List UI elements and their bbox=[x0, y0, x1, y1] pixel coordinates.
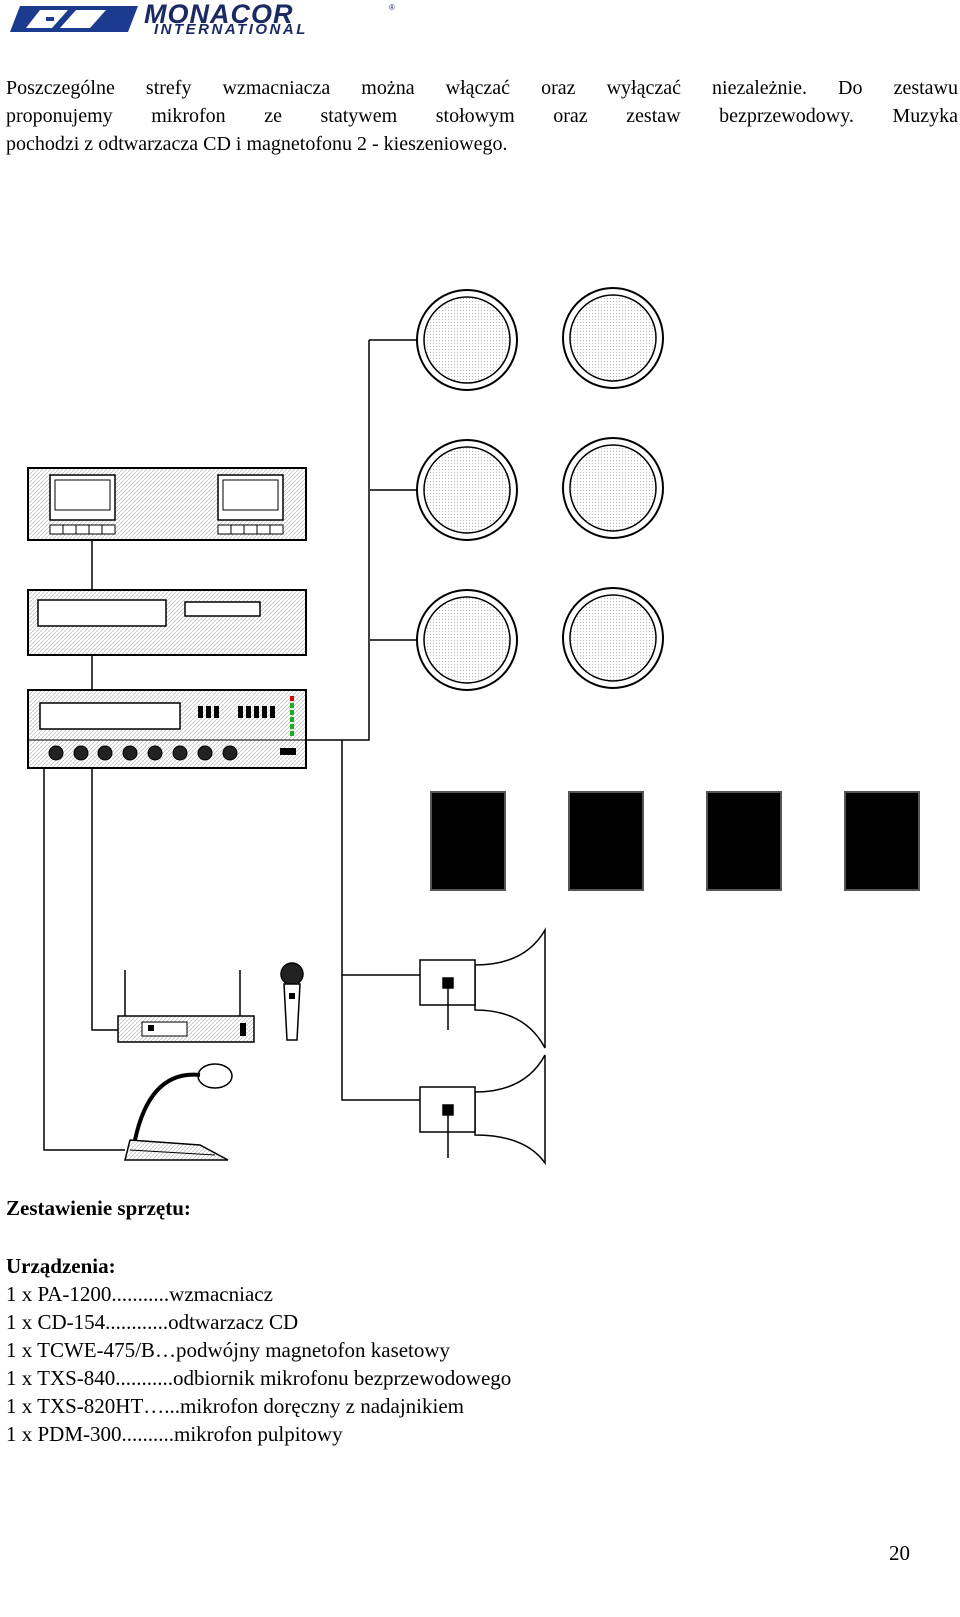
intro-line-1: Poszczególne strefy wzmacniacza można wł… bbox=[6, 77, 958, 99]
intro-paragraph: Poszczególne strefy wzmacniacza można wł… bbox=[6, 74, 958, 158]
wall-speaker-icon bbox=[430, 791, 506, 891]
horn-speakers bbox=[419, 927, 546, 1166]
horn-speaker-icon bbox=[419, 1054, 546, 1166]
system-wiring-diagram bbox=[27, 287, 920, 1166]
device-list: 1 x PA-1200...........wzmacniacz 1 x CD-… bbox=[6, 1280, 511, 1448]
list-item: 1 x TXS-820HT…...mikrofon doręczny z nad… bbox=[6, 1394, 465, 1418]
monacor-logo: MONACOR INTERNATIONAL ® bbox=[6, 0, 396, 40]
list-item: 1 x TXS-840...........odbiornik mikrofon… bbox=[6, 1366, 512, 1390]
equipment-heading: Zestawienie sprzętu: bbox=[6, 1196, 191, 1220]
page-number: 20 bbox=[889, 1541, 910, 1565]
ceiling-speaker-icon bbox=[416, 589, 518, 691]
brand-subtitle: INTERNATIONAL bbox=[154, 21, 308, 38]
devices-heading: Urządzenia: bbox=[6, 1254, 116, 1278]
wall-speaker-icon bbox=[568, 791, 644, 891]
intro-line-2: proponujemy mikrofon ze statywem stołowy… bbox=[6, 105, 958, 127]
ceiling-speaker-icon bbox=[562, 437, 664, 539]
pa-amplifier bbox=[27, 689, 307, 769]
monacor-emblem-icon bbox=[10, 6, 138, 32]
double-cassette-deck bbox=[27, 467, 307, 541]
ceiling-speaker-icon bbox=[562, 287, 664, 389]
ceiling-speaker-icon bbox=[562, 587, 664, 689]
ceiling-speakers bbox=[416, 287, 664, 691]
registered-mark: ® bbox=[389, 3, 395, 12]
list-item: 1 x PDM-300..........mikrofon pulpitowy bbox=[6, 1422, 343, 1446]
list-item: 1 x TCWE-475/B…podwójny magnetofon kaset… bbox=[6, 1338, 451, 1362]
intro-line-3: pochodzi z odtwarzacza CD i magnetofonu … bbox=[6, 133, 508, 155]
brand-name: MONACOR bbox=[144, 0, 294, 29]
connection-cables bbox=[43, 339, 420, 1151]
cd-player bbox=[27, 589, 307, 656]
ceiling-speaker-icon bbox=[416, 289, 518, 391]
handheld-microphone-icon bbox=[280, 962, 304, 1041]
wall-speaker-icon bbox=[844, 791, 920, 891]
wall-speaker-boxes bbox=[430, 791, 920, 891]
list-item: 1 x PA-1200...........wzmacniacz bbox=[6, 1282, 273, 1306]
wireless-mic-receiver bbox=[117, 970, 255, 1043]
wall-speaker-icon bbox=[706, 791, 782, 891]
list-item: 1 x CD-154............odtwarzacz CD bbox=[6, 1310, 299, 1334]
ceiling-speaker-icon bbox=[416, 439, 518, 541]
desktop-microphone-icon bbox=[124, 1063, 233, 1161]
horn-speaker-icon bbox=[419, 927, 546, 1049]
